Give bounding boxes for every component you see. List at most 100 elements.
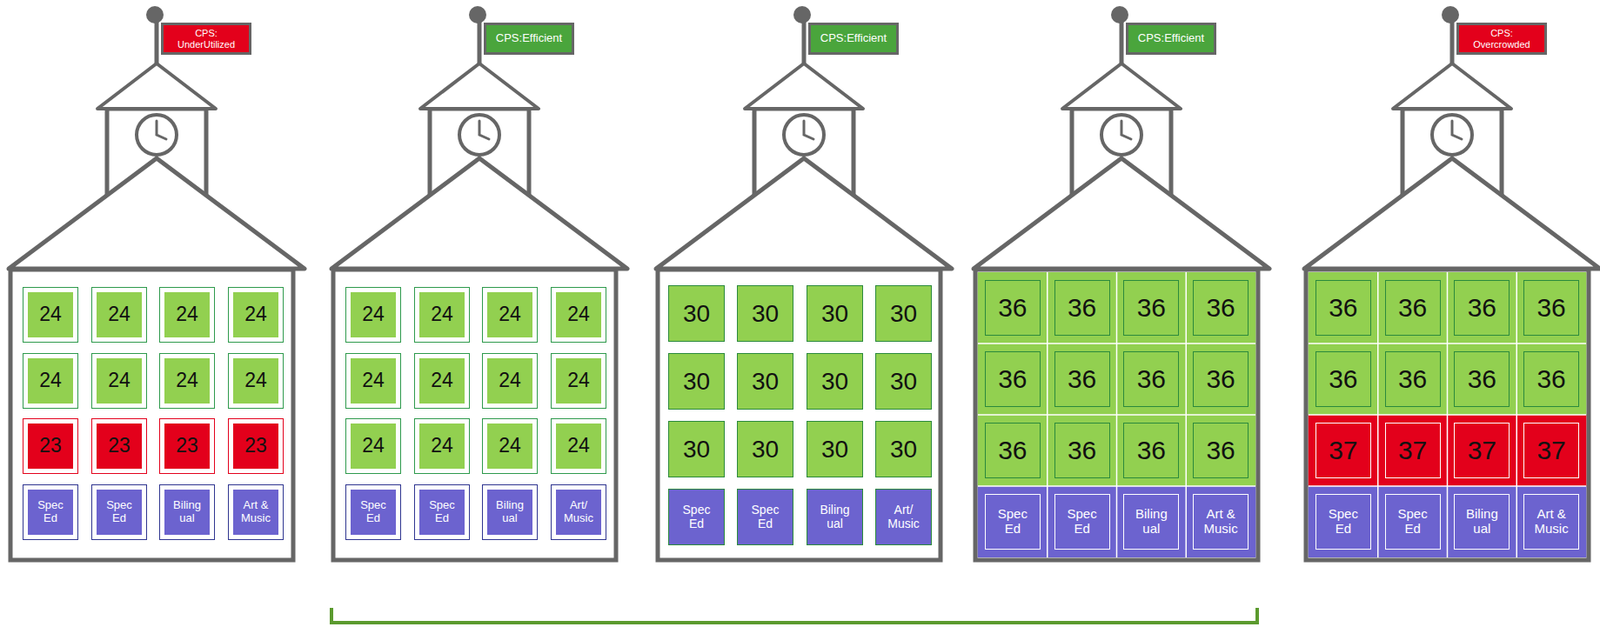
- classroom-box: 23: [22, 418, 79, 475]
- clock-face: [136, 114, 177, 155]
- grid-line: [1308, 342, 1587, 345]
- classroom-label: Spec Ed: [1385, 495, 1440, 549]
- clock-face: [783, 114, 824, 155]
- classroom-label: Biling ual: [164, 489, 210, 536]
- classroom-box: 30: [806, 285, 864, 342]
- flag-pole-knob: [146, 6, 164, 24]
- classroom-box: Biling ual: [482, 484, 538, 541]
- classroom-label: 36: [1193, 352, 1248, 407]
- classroom-label: 36: [1454, 281, 1509, 335]
- classroom-box: Biling ual: [806, 488, 864, 546]
- classroom-label: 24: [555, 292, 602, 338]
- classroom-label: 30: [669, 286, 724, 342]
- classroom-box: Biling ual: [1123, 494, 1179, 550]
- clock-face: [459, 114, 500, 155]
- grid-line: [977, 485, 1256, 488]
- classroom-label: 30: [669, 421, 724, 477]
- classroom-box: 23: [227, 418, 284, 475]
- tower-roof: [420, 63, 539, 109]
- classroom-label: 36: [1055, 423, 1110, 478]
- classroom-label: Art/ Music: [555, 489, 602, 536]
- flag-label: CPS: UnderUtilized: [168, 27, 244, 50]
- classroom-box: 36: [1385, 351, 1441, 408]
- flag-label: CPS:Efficient: [491, 32, 567, 46]
- building-outline: [975, 269, 1259, 561]
- classroom-label: 24: [233, 358, 279, 404]
- classroom-label: 36: [1454, 352, 1509, 407]
- classroom-label: 24: [233, 292, 279, 338]
- classroom-box: 37: [1453, 422, 1510, 479]
- classroom-label: Art & Music: [1193, 495, 1248, 549]
- classroom-box: 24: [345, 287, 402, 343]
- classroom-label: 36: [1524, 352, 1579, 407]
- classroom-box: Spec Ed: [91, 484, 148, 541]
- classroom-box: 23: [91, 418, 148, 475]
- building-outline: [10, 269, 294, 561]
- classroom-label: 24: [487, 358, 533, 404]
- classroom-box: 30: [668, 285, 725, 342]
- classroom-label: 30: [807, 354, 863, 409]
- status-flag: CPS:Efficient: [483, 22, 575, 55]
- classroom-label: 37: [1454, 423, 1509, 478]
- classroom-label: Biling ual: [1124, 495, 1179, 549]
- classroom-box: 36: [1054, 351, 1111, 408]
- classroom-label: 36: [1524, 281, 1579, 335]
- classroom-label: 36: [1316, 352, 1371, 407]
- school-building: [973, 6, 1270, 561]
- classroom-box: 30: [875, 353, 932, 410]
- classroom-box: 36: [1054, 422, 1111, 479]
- classroom-label: 24: [350, 423, 396, 469]
- classroom-box: 36: [1523, 351, 1580, 408]
- classroom-box: 37: [1523, 422, 1580, 479]
- classroom-label: Spec Ed: [1316, 495, 1371, 549]
- classroom-box: 30: [875, 285, 932, 342]
- classroom-box: 36: [1453, 351, 1510, 408]
- classroom-box: 30: [668, 353, 725, 410]
- classroom-box: 37: [1315, 422, 1372, 479]
- building-body: [333, 269, 616, 561]
- classroom-box: Spec Ed: [668, 488, 725, 546]
- classroom-label: 24: [96, 358, 142, 404]
- grid-line: [1308, 414, 1587, 416]
- classroom-box: Art & Music: [227, 484, 284, 541]
- classroom-label: 30: [669, 354, 724, 409]
- classroom-box: 36: [1315, 351, 1372, 408]
- classroom-label: 30: [737, 286, 793, 342]
- clock-face: [1432, 114, 1473, 155]
- classroom-label: 36: [1385, 352, 1440, 407]
- classroom-box: 24: [550, 353, 607, 409]
- building-body: [975, 269, 1259, 561]
- classroom-box: 36: [1192, 280, 1249, 336]
- classroom-box: 24: [227, 287, 284, 343]
- tower-roof: [97, 63, 216, 109]
- clock-hands: [479, 120, 489, 140]
- roof: [656, 158, 952, 269]
- classroom-box: 24: [22, 353, 79, 409]
- classroom-box: 30: [736, 353, 794, 410]
- classroom-box: 30: [806, 353, 864, 410]
- clock-hands: [1452, 120, 1462, 140]
- classroom-label: 23: [233, 423, 279, 469]
- classroom-label: Biling ual: [1454, 495, 1509, 549]
- classroom-label: Spec Ed: [27, 489, 74, 536]
- classroom-label: 24: [555, 423, 602, 469]
- classroom-label: 37: [1385, 423, 1440, 478]
- status-flag: CPS:Efficient: [808, 22, 899, 55]
- classroom-label: 24: [27, 292, 74, 338]
- classroom-label: 36: [1055, 281, 1110, 335]
- classroom-box: 24: [159, 353, 215, 409]
- building-body: [1305, 269, 1589, 561]
- classroom-box: 24: [414, 353, 470, 409]
- tower-roof: [1392, 63, 1512, 109]
- classroom-box: 24: [482, 353, 538, 409]
- grid-line: [1308, 485, 1587, 488]
- clock-hands: [156, 120, 167, 140]
- clock-hands: [1121, 120, 1132, 140]
- building-body: [10, 269, 294, 561]
- classroom-box: 36: [1453, 280, 1510, 336]
- classroom-box: 24: [414, 287, 470, 343]
- status-flag: CPS: UnderUtilized: [160, 22, 252, 55]
- classroom-box: 36: [1054, 280, 1111, 336]
- classroom-box: Spec Ed: [984, 494, 1041, 550]
- classroom-label: 36: [1055, 352, 1110, 407]
